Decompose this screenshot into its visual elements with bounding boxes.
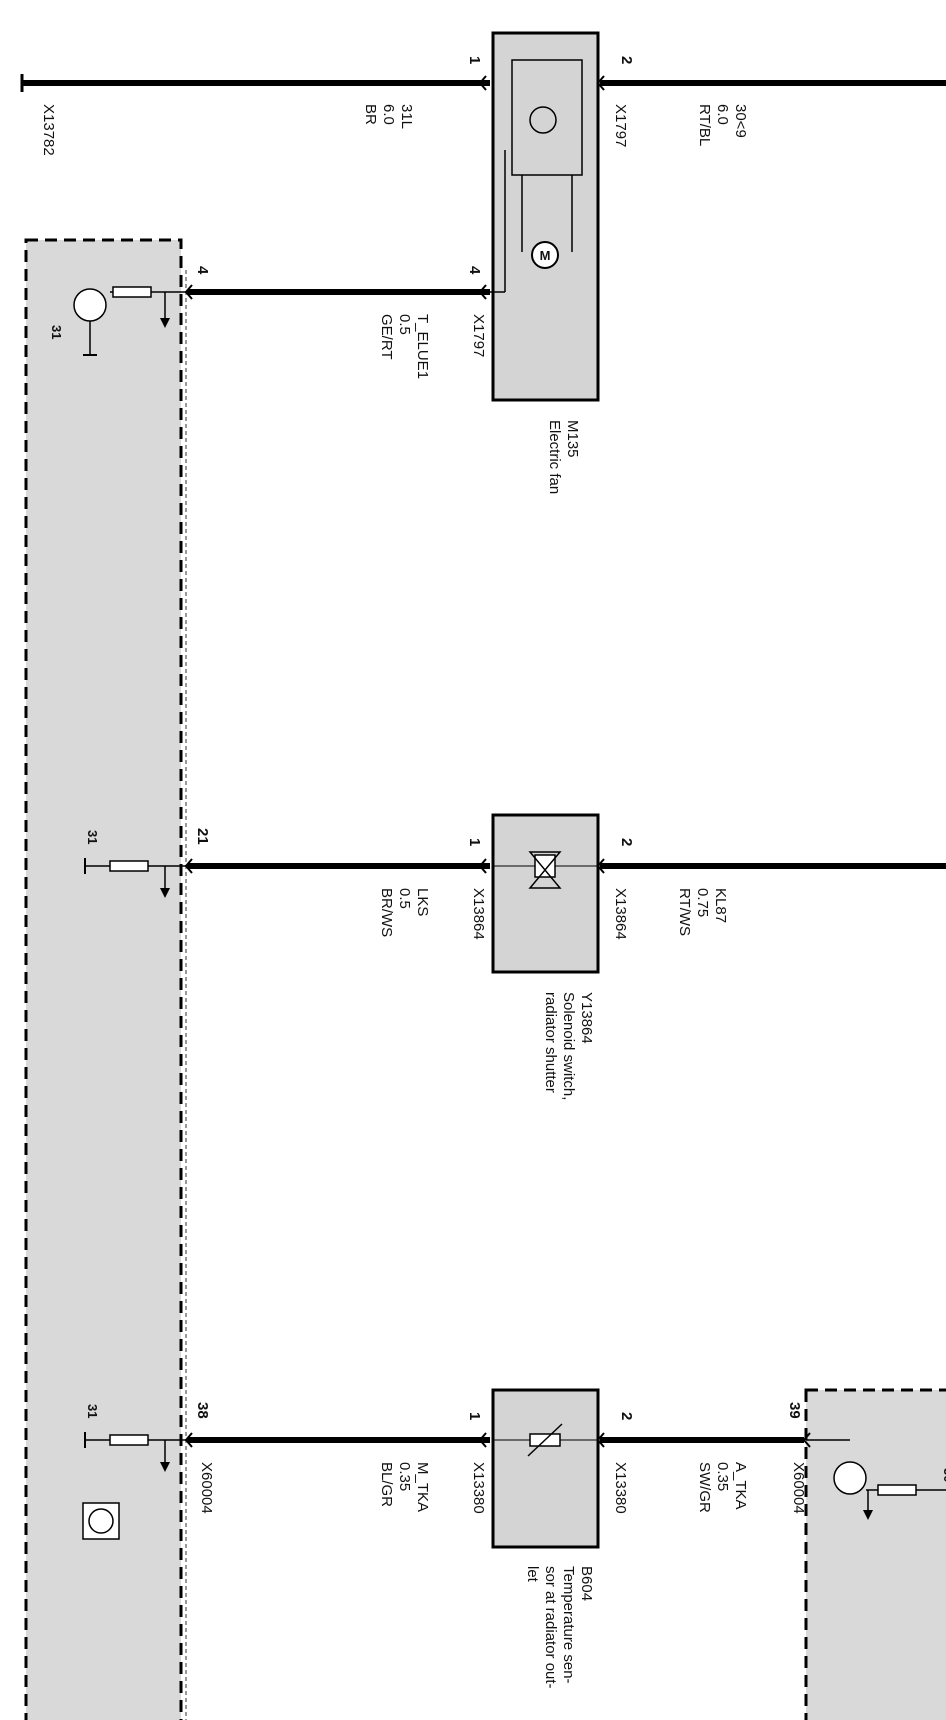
pin-connector-sol-2 xyxy=(596,858,605,874)
pin-connector-sen-2 xyxy=(596,1432,605,1448)
module-gnd-label-a: 31 xyxy=(49,325,64,339)
control-module-left xyxy=(24,238,183,1720)
pin-connector-module-21 xyxy=(184,858,193,874)
solenoid-valve-icon xyxy=(528,851,562,889)
sol-wire-right-color: RT/WS xyxy=(676,888,693,936)
fan-wire-right-color: RT/BL xyxy=(696,104,713,146)
sol-wire-left-color: BR/WS xyxy=(378,888,395,937)
fan-wire-left-color: BR xyxy=(362,104,379,125)
fan-conn-left: X1797 xyxy=(470,314,487,357)
sen-wire-left-name: M_TKA xyxy=(414,1462,431,1512)
sen-wire-right-name: A_TKA xyxy=(732,1462,749,1510)
module-pin4-resistor xyxy=(112,286,152,298)
sen-wire-left-color: BL/GR xyxy=(378,1462,395,1507)
fan-wire-right-name: 30<9 xyxy=(732,104,749,138)
module-right-gnd-label: 30 xyxy=(941,1468,946,1482)
sen-component-name-1: Temperature sen- xyxy=(560,1566,577,1684)
pin-connector-module-4 xyxy=(184,284,193,300)
sen-component-name-2: sor at radiator out- xyxy=(542,1566,559,1689)
fan-wire4-color: GE/RT xyxy=(378,314,395,360)
sen-pin-2: 2 xyxy=(618,1412,635,1420)
fan-relay-transistor-icon xyxy=(529,106,557,134)
sen-wire-right-color: SW/GR xyxy=(696,1462,713,1513)
sensor-ntc-slash xyxy=(527,1423,563,1457)
sen-conn-left: X13380 xyxy=(470,1462,487,1514)
module-pin21-arrow-icon xyxy=(160,888,170,898)
solenoid-box xyxy=(491,813,600,974)
control-module-right xyxy=(804,1388,946,1720)
pin-connector-module-39 xyxy=(802,1432,811,1448)
fan-motor-m: M xyxy=(540,248,551,263)
module-pin4-transistor-icon xyxy=(73,288,107,322)
module-pin38-arrow-icon xyxy=(160,1462,170,1472)
sen-wire-right-size: 0.35 xyxy=(714,1462,731,1491)
sol-pin-1: 1 xyxy=(466,838,483,846)
module-pin-38: 38 xyxy=(194,1402,211,1419)
sol-conn-right: X13864 xyxy=(612,888,629,940)
module-gnd-label-c: 31 xyxy=(85,1404,100,1418)
module-pin21-resistor xyxy=(109,860,149,872)
fan-pin-4: 4 xyxy=(466,266,483,275)
module-pin38-resistor xyxy=(109,1434,149,1446)
sol-wire-right-size: 0.75 xyxy=(694,888,711,917)
module-right-pin-39: 39 xyxy=(786,1402,803,1419)
fan-pin-1: 1 xyxy=(466,56,483,64)
fan-component-name: Electric fan xyxy=(546,420,563,494)
module-right-resistor xyxy=(877,1484,917,1496)
module-left-transistor-circle xyxy=(88,1508,114,1534)
sol-conn-left: X13864 xyxy=(470,888,487,940)
sen-pin-1: 1 xyxy=(466,1412,483,1420)
sol-wire-right-name: KL87 xyxy=(712,888,729,923)
sol-wire-left-name: LKS xyxy=(414,888,431,916)
electric-fan-box xyxy=(491,31,600,402)
fan-wire-left-size: 6.0 xyxy=(380,104,397,125)
module-pin-4: 4 xyxy=(194,266,211,275)
fan-component-id: M135 xyxy=(564,420,581,458)
ground-connector-label: X13782 xyxy=(40,104,57,156)
sen-conn-right: X13380 xyxy=(612,1462,629,1514)
pin-connector-fan-2 xyxy=(596,75,605,91)
sen-wire-left-size: 0.35 xyxy=(396,1462,413,1491)
solenoid-coil-icon xyxy=(534,854,556,878)
fan-wire4-size: 0.5 xyxy=(396,314,413,335)
module-conn-38: X60004 xyxy=(198,1462,215,1514)
fan-wire4-name: T_ELUE1 xyxy=(414,314,431,379)
module-gnd-label-b: 31 xyxy=(85,830,100,844)
module-right-transistor-icon xyxy=(833,1461,867,1495)
module-pin-21: 21 xyxy=(194,828,211,845)
sol-wire-left-size: 0.5 xyxy=(396,888,413,909)
fan-conn-right: X1797 xyxy=(612,104,629,147)
pin-connector-fan-4 xyxy=(478,284,487,300)
temperature-sensor-box xyxy=(491,1388,600,1549)
sol-component-name-1: Solenoid switch, xyxy=(560,992,577,1100)
sol-component-id: Y13864 xyxy=(578,992,595,1044)
module-right-conn-39: X60004 xyxy=(790,1462,807,1514)
fan-relay-inner xyxy=(511,59,583,176)
sen-component-id: B604 xyxy=(578,1566,595,1601)
module-pin4-arrow-icon xyxy=(160,318,170,328)
sol-pin-2: 2 xyxy=(618,838,635,846)
pin-connector-sen-1 xyxy=(478,1432,487,1448)
sol-component-name-2: radiator shutter xyxy=(542,992,559,1093)
sen-component-name-3: let xyxy=(524,1566,541,1583)
fan-wire-right-size: 6.0 xyxy=(714,104,731,125)
module-right-arrow-icon xyxy=(863,1510,873,1520)
fan-wire-left-name: 31L xyxy=(398,104,415,129)
fan-motor-icon xyxy=(531,241,559,269)
fan-pin-2: 2 xyxy=(618,56,635,64)
pin-connector-sol-1 xyxy=(478,858,487,874)
pin-connector-module-38 xyxy=(184,1432,193,1448)
pin-connector-fan-1 xyxy=(478,75,487,91)
